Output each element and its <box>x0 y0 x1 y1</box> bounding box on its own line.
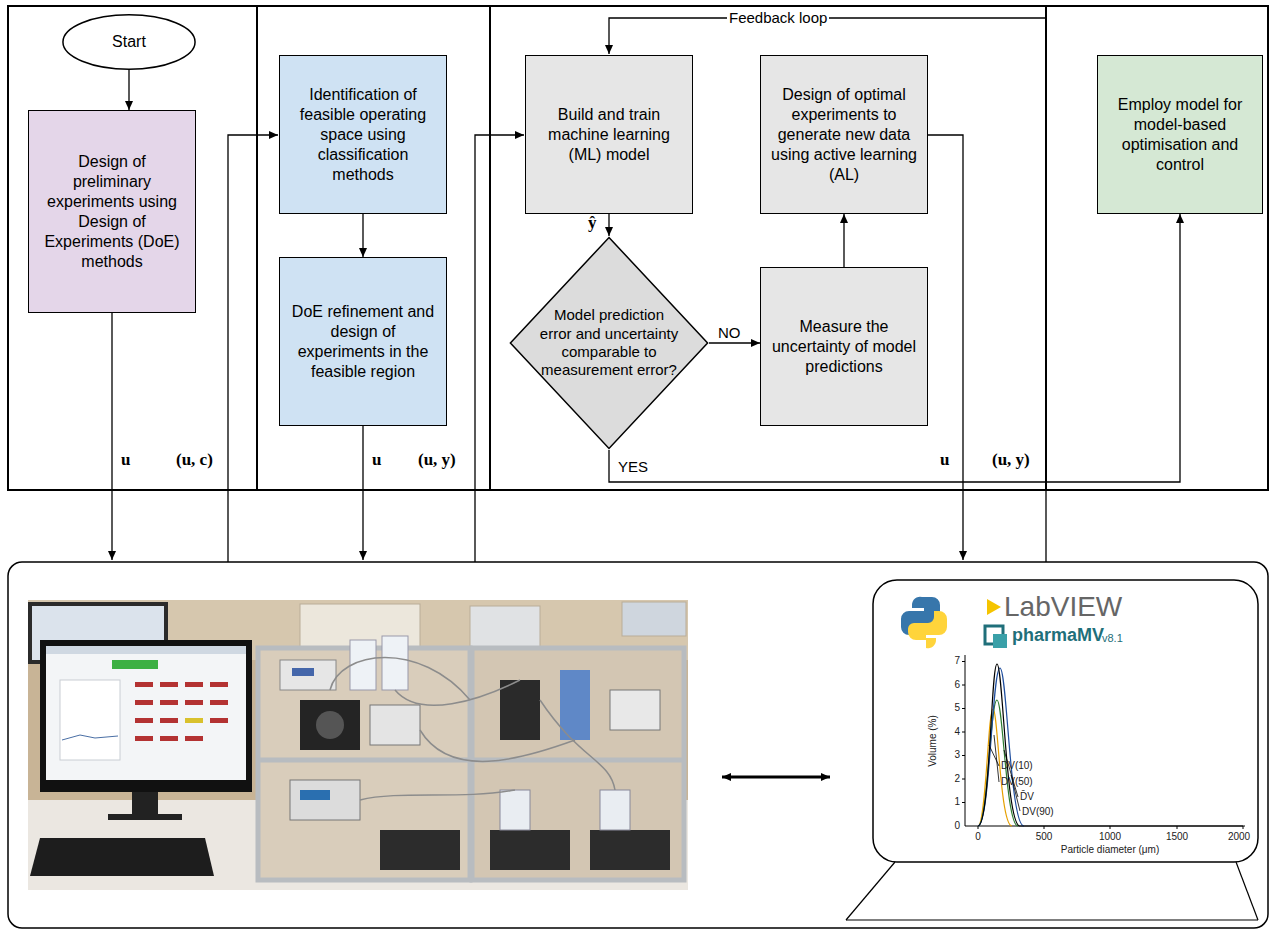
edge-label: NO <box>716 324 743 342</box>
labview-logo <box>987 599 1001 615</box>
data-flow-lines <box>112 18 1046 562</box>
node-text: Design of optimal experiments to generat… <box>769 85 919 185</box>
axis-tick: 1500 <box>1157 831 1197 843</box>
axis-tick: 2 <box>940 773 960 785</box>
signal-label: u <box>940 450 949 470</box>
flow-arrow <box>709 342 760 343</box>
node-text: Measure the uncertainty of model predict… <box>769 317 919 377</box>
signal-label: u <box>121 450 130 470</box>
node-text: Start <box>112 32 146 52</box>
edge-label: ŷ <box>586 214 599 233</box>
process-box: Build and train machine learning (ML) mo… <box>525 55 693 214</box>
node-text: Model prediction error and uncertainty c… <box>539 306 679 379</box>
process-box: Identification of feasible operating spa… <box>279 55 447 214</box>
flow-arrow <box>843 214 844 267</box>
chart-annotation: DV(50) <box>1001 776 1033 788</box>
node-text: Identification of feasible operating spa… <box>288 85 438 185</box>
process-box: Design of preliminary experiments using … <box>28 110 196 313</box>
axis-tick: 1 <box>940 796 960 808</box>
flow-arrow <box>362 214 363 257</box>
software-logo: LabVIEW <box>1004 592 1122 623</box>
signal-label: u <box>372 450 381 470</box>
axis-tick: 6 <box>940 679 960 691</box>
axis-title: Particle diameter (μm) <box>1030 844 1190 856</box>
axis-tick: 5 <box>940 702 960 714</box>
psd-chart <box>962 655 1245 829</box>
node-text: Employ model for model-based optimisatio… <box>1106 95 1254 175</box>
axis-title: Volume (%) <box>927 701 939 781</box>
software-version: v8.1 <box>1102 632 1123 644</box>
edge-label: YES <box>616 458 650 476</box>
panel-divider <box>256 6 258 490</box>
bottom-panel <box>8 562 1268 928</box>
node-text: Build and train machine learning (ML) mo… <box>534 105 684 165</box>
panel-divider <box>489 6 491 490</box>
loop-label: Feedback loop <box>727 9 829 27</box>
double-arrow <box>722 776 830 779</box>
process-box: Measure the uncertainty of model predict… <box>760 267 928 426</box>
axis-tick: 4 <box>940 726 960 738</box>
flow-arrow <box>608 214 609 236</box>
axis-tick: 2000 <box>1221 831 1257 843</box>
signal-label: (u, y) <box>992 450 1030 470</box>
axis-tick: 0 <box>940 820 960 832</box>
process-box: Design of optimal experiments to generat… <box>760 55 928 214</box>
process-box: DoE refinement and design of experiments… <box>279 257 447 426</box>
chart-annotation: D̄V <box>1020 791 1034 803</box>
monitor <box>846 580 1258 920</box>
axis-tick: 7 <box>940 655 960 667</box>
axis-tick: 3 <box>940 749 960 761</box>
chart-annotation: DV(90) <box>1022 806 1054 818</box>
signal-label: (u, c) <box>176 450 213 470</box>
axis-tick: 1000 <box>1090 831 1130 843</box>
decision-diamond: Model prediction error and uncertainty c… <box>509 236 709 450</box>
python-logo <box>901 597 947 649</box>
pharmamv-logo <box>985 626 1007 648</box>
axis-tick: 500 <box>1024 831 1064 843</box>
node-text: Design of preliminary experiments using … <box>37 152 187 272</box>
top-panel <box>8 6 1268 490</box>
process-box: Employ model for model-based optimisatio… <box>1097 55 1263 214</box>
start-terminal: Start <box>62 14 196 70</box>
axis-tick: 0 <box>963 831 993 843</box>
node-text: DoE refinement and design of experiments… <box>288 302 438 382</box>
flow-arrow <box>128 70 129 110</box>
lab-photo <box>28 600 688 890</box>
software-logo: pharmaMV <box>1012 626 1104 646</box>
signal-label: (u, y) <box>418 450 456 470</box>
chart-annotation: DV(10) <box>1001 760 1033 772</box>
